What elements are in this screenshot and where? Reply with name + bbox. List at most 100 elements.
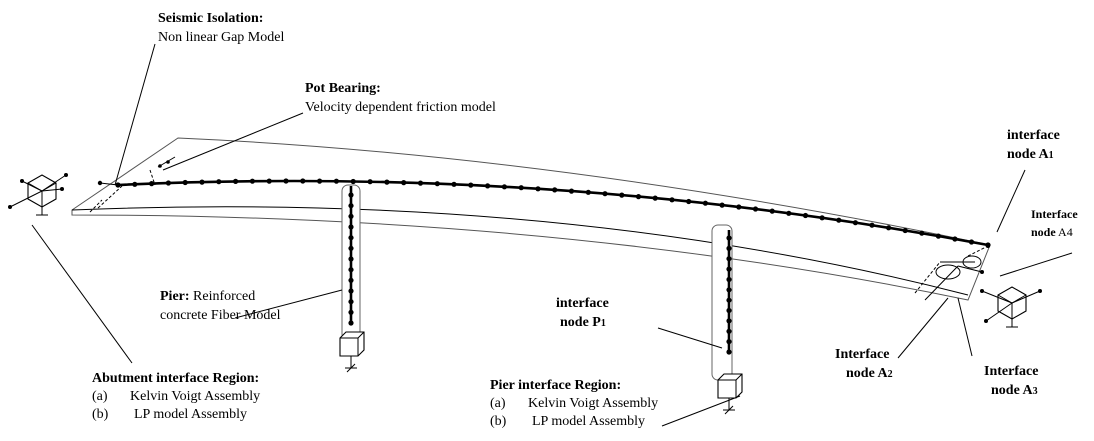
pier-node	[726, 297, 732, 303]
spine-node	[568, 188, 575, 194]
boundary-condition-cube-icon	[8, 173, 68, 216]
pier-item-a-marker: (a)	[490, 396, 506, 411]
spine-node	[266, 178, 272, 184]
node-p1-line2: node P1	[560, 315, 606, 330]
spine-node	[635, 194, 642, 200]
spine-node	[451, 181, 457, 187]
leader-lines	[31, 43, 1073, 427]
spine-node	[869, 222, 875, 228]
spine-node	[216, 179, 222, 185]
spine-node	[149, 181, 155, 187]
spine-node	[852, 220, 859, 226]
spine-node	[384, 179, 390, 185]
pier-node	[348, 245, 354, 251]
pier-node	[726, 328, 732, 334]
pier-node	[726, 307, 732, 314]
pier-node	[348, 224, 354, 230]
spine-node	[401, 180, 407, 186]
pier-title: Pier:	[160, 289, 190, 304]
spine-node	[501, 184, 507, 190]
pier-node	[348, 267, 354, 273]
spine-node	[819, 215, 825, 221]
spine-node	[283, 178, 289, 184]
abutment-item-a-marker: (a)	[92, 389, 108, 404]
pier-1-nodes	[348, 192, 354, 326]
seismic-isolation-desc: Non linear Gap Model	[158, 30, 284, 45]
node-a1-line1: interface	[1007, 128, 1060, 143]
pier-2-nodes	[726, 235, 732, 355]
bridge-deck	[71, 137, 991, 301]
spine-node	[132, 181, 138, 187]
node-a3-line2: node A3	[991, 383, 1038, 398]
node-a2-line1: Interface	[835, 347, 889, 362]
abutment-item-b-text: LP model Assembly	[134, 407, 247, 422]
pier-item-a-text: Kelvin Voigt Assembly	[528, 396, 658, 411]
pier-desc-line2: concrete Fiber Model	[160, 308, 281, 323]
spine-node	[468, 182, 474, 188]
spine-node	[300, 178, 306, 184]
spine-node	[752, 206, 759, 212]
pot-bearing-title: Pot Bearing:	[305, 81, 381, 96]
spine-node	[317, 178, 323, 184]
pier-node	[348, 277, 354, 283]
spine-node	[669, 197, 675, 203]
spring-support-box-icon	[717, 373, 743, 415]
node-a1-line2: node A1	[1007, 147, 1054, 162]
spine-node	[165, 180, 171, 186]
pier-node	[726, 266, 732, 272]
spine-node	[249, 178, 255, 184]
abutment-region-title: Abutment interface Region:	[92, 371, 259, 386]
pier-node	[726, 256, 732, 262]
spine-node	[786, 210, 792, 216]
pier-node	[348, 299, 354, 305]
pier-node	[726, 276, 732, 283]
abutment-item-b-marker: (b)	[92, 407, 109, 422]
spine-node	[602, 191, 608, 197]
spine-node	[802, 212, 809, 219]
pier-label: Pier: Reinforced	[160, 289, 255, 304]
left-abutment-bearings	[89, 156, 176, 213]
pier-node	[726, 349, 732, 355]
spine-node	[619, 192, 625, 198]
boundary-condition-cube-icon	[980, 286, 1042, 328]
spine-node	[902, 227, 908, 234]
pier-node	[726, 287, 732, 293]
spine-node	[535, 186, 541, 192]
spine-node	[952, 236, 958, 242]
spine-node	[552, 187, 558, 193]
spine-node	[686, 198, 692, 205]
pier-node	[348, 256, 354, 262]
pier-node	[348, 213, 354, 219]
spine-node	[518, 185, 524, 191]
spine-node	[350, 178, 356, 185]
spine-node	[719, 202, 725, 208]
spring-support-box-icon	[339, 331, 365, 373]
spine-node	[199, 179, 205, 185]
pier-region-title: Pier interface Region:	[490, 378, 621, 393]
pot-bearing-desc: Velocity dependent friction model	[305, 100, 496, 115]
pier-desc-line1: Reinforced	[193, 289, 255, 304]
spine-node	[434, 181, 440, 187]
pier-node	[726, 235, 732, 241]
spine-node	[968, 239, 975, 245]
spine-node	[836, 217, 842, 223]
pier-node	[348, 235, 354, 241]
spine-node	[233, 178, 239, 184]
pier-node	[348, 320, 354, 326]
seismic-isolation-title: Seismic Isolation:	[158, 11, 263, 26]
pier-node	[726, 245, 732, 251]
spine-node	[769, 208, 775, 214]
spine-node	[886, 225, 892, 231]
spine-node	[333, 178, 339, 184]
spine-node	[652, 195, 658, 201]
spine-node	[182, 179, 188, 186]
spine-node	[585, 189, 591, 195]
pier-node	[348, 309, 354, 315]
node-a4-line2: node A4	[1031, 225, 1073, 239]
spine-node	[935, 233, 942, 239]
abutment-item-a-text: Kelvin Voigt Assembly	[130, 389, 260, 404]
pier-node	[348, 203, 354, 209]
node-p1-line1: interface	[556, 296, 609, 311]
spine-node	[919, 230, 925, 236]
